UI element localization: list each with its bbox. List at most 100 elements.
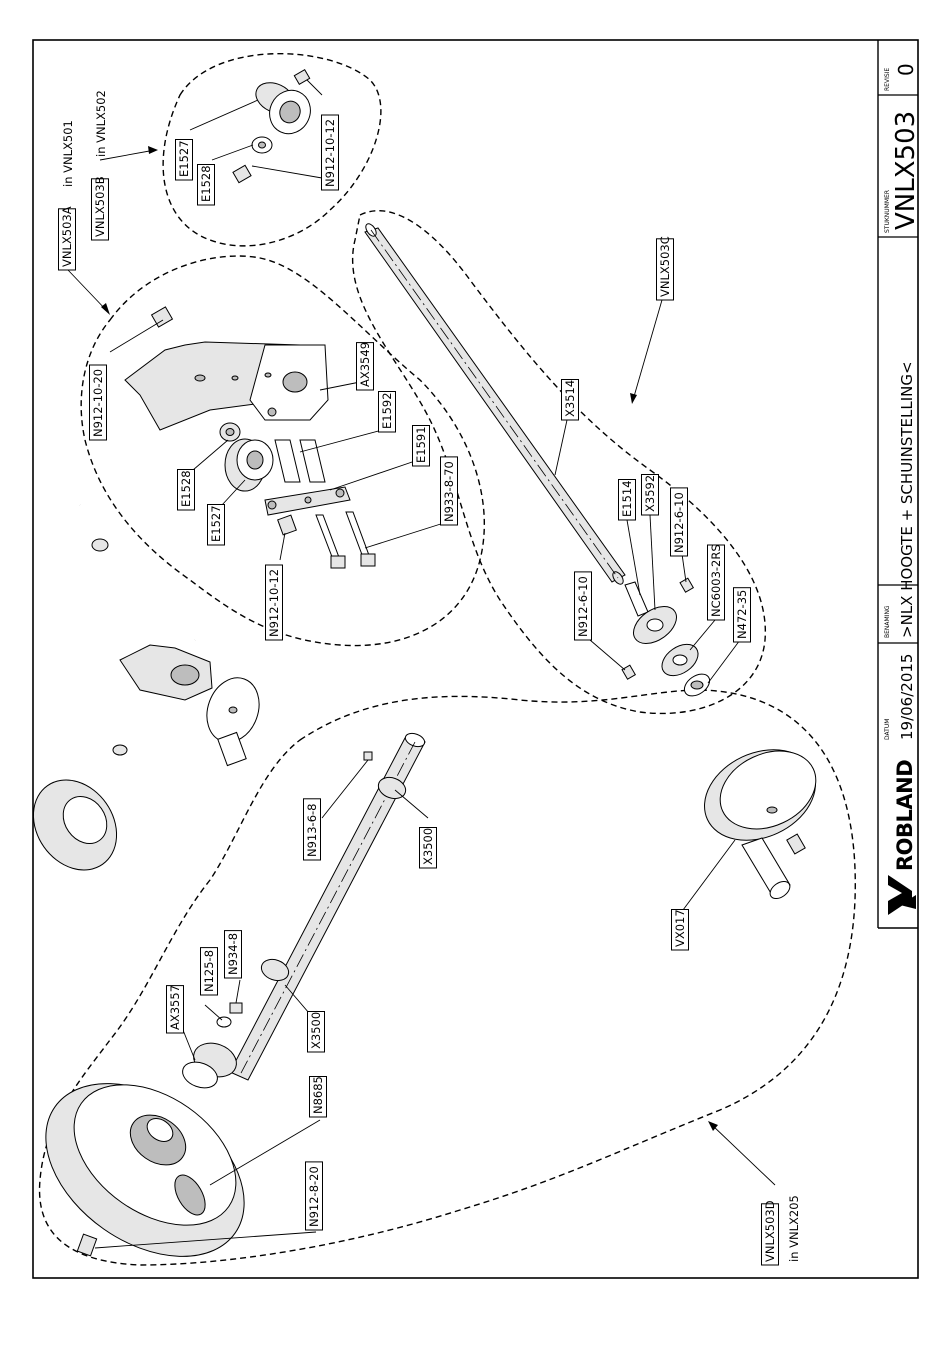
label-n913-6-8-text: N913-6-8	[305, 804, 319, 858]
label-n934-8-box	[224, 930, 242, 979]
label-n913-6-8: N913-6-8	[303, 798, 321, 861]
revisie-label: REVISIE	[884, 68, 891, 91]
label-e1514-box	[618, 479, 636, 521]
label-x3500-a-text: X3500	[421, 828, 435, 865]
label-x3592: X3592	[641, 474, 659, 516]
svg-text:ROBLAND: ROBLAND	[893, 760, 917, 871]
sleeve-e1592	[274, 439, 326, 483]
label-n125-8-box	[200, 947, 218, 996]
label-n912-10-12-b-text: N912-10-12	[323, 119, 337, 187]
label-e1528-b-box	[197, 164, 215, 206]
label-x3500-b: X3500	[307, 1011, 325, 1053]
label-vnlx503d-suffix: in VNLX205	[787, 1195, 801, 1262]
plate-e1591	[264, 486, 351, 516]
label-e1527-b-box	[175, 139, 193, 181]
collar-x3592	[633, 606, 677, 644]
assembly-c-parts	[364, 223, 741, 697]
label-n912-6-10-c2-box	[574, 571, 592, 641]
label-x3592-text: X3592	[643, 475, 657, 512]
label-n912-10-12-b: N912-10-12	[321, 114, 339, 191]
label-n912-10-20: N912-10-20	[89, 364, 107, 441]
hub-ax3557	[182, 1042, 237, 1089]
label-vx017-box	[671, 909, 689, 951]
washer-n125-8	[216, 1016, 232, 1028]
label-e1528-b: E1528	[197, 164, 215, 206]
bearing-e1527-a	[224, 438, 274, 492]
label-ax3557-box	[166, 985, 184, 1034]
label-vnlx503d-box	[761, 1203, 779, 1266]
label-e1592-text: E1592	[380, 392, 394, 429]
bearing-nc6003-2rs	[661, 643, 699, 677]
label-nc6003-2rs: NC6003-2RS	[707, 544, 725, 621]
label-n125-8-text: N125-8	[202, 950, 216, 992]
label-e1527-b-text: E1527	[177, 140, 191, 177]
label-e1514: E1514	[618, 479, 636, 521]
label-vnlx503b-suffix-text: in VNLX502	[94, 90, 108, 157]
label-nc6003-2rs-box	[707, 544, 725, 621]
label-n912-10-20-box	[89, 364, 107, 441]
screw-n912-10-12-b	[232, 68, 311, 184]
label-n934-8-text: N934-8	[226, 933, 240, 975]
bracket-ax3549	[124, 341, 329, 431]
nut-n934-8	[229, 1002, 243, 1014]
label-x3500-a-box	[419, 827, 437, 869]
label-e1592-box	[378, 391, 396, 433]
screw-n912-8-20	[76, 1233, 98, 1257]
datum-value: 19/06/2015	[898, 654, 916, 740]
label-x3592-box	[641, 474, 659, 516]
benaming-value: >NLX HOOGTE + SCHUINSTELLING<	[898, 361, 916, 638]
label-n912-6-10-c2: N912-6-10	[574, 571, 592, 641]
label-n125-8: N125-8	[200, 947, 218, 996]
bearing-e1527-b	[255, 82, 311, 135]
label-x3500-b-box	[307, 1011, 325, 1053]
benaming-label: BENAMING	[884, 605, 891, 638]
label-n912-10-12-b-box	[321, 114, 339, 191]
label-vnlx503c: VNLX503C	[656, 236, 674, 301]
label-vnlx503a-box	[58, 208, 76, 271]
label-n912-6-10-c1-box	[670, 487, 688, 557]
label-n472-35-text: N472-35	[735, 590, 749, 639]
label-n933-8-70-box	[440, 456, 458, 526]
label-n912-8-20: N912-8-20	[305, 1161, 323, 1231]
assembly-leaders	[67, 146, 776, 1186]
title-block: ROBLAND DATUM 19/06/2015 BENAMING >NLX H…	[877, 40, 921, 929]
screw-n912-6-10-c2	[621, 664, 637, 680]
label-e1591: E1591	[412, 425, 430, 467]
label-n8685-box	[309, 1076, 327, 1118]
label-n8685-text: N8685	[311, 1076, 325, 1114]
label-vnlx503a-suffix-text: in VNLX501	[61, 120, 75, 187]
bolt-n933-8-70	[315, 511, 376, 569]
revisie-value: 0	[894, 63, 918, 76]
assembled-shaft-overview	[32, 504, 260, 871]
assembly-d-parts	[45, 732, 817, 1257]
label-n912-6-10-c1: N912-6-10	[670, 487, 688, 557]
stuknummer-value: VNLX503	[891, 111, 921, 230]
label-x3514: X3514	[561, 379, 579, 421]
spacer-e1528-b	[251, 136, 273, 154]
label-vnlx503a-suffix: in VNLX501	[61, 120, 75, 187]
label-e1528-a-text: E1528	[179, 470, 193, 507]
boundary-vnlx503b	[162, 53, 382, 247]
spacer-e1528-a	[219, 422, 241, 442]
label-e1527-a-box	[207, 504, 225, 546]
label-vnlx503d-text: VNLX503D	[763, 1200, 777, 1262]
label-e1591-box	[412, 425, 430, 467]
label-vnlx503a: VNLX503A	[58, 206, 76, 271]
label-n934-8: N934-8	[224, 930, 242, 979]
robland-logo: ROBLAND	[888, 760, 917, 915]
label-n472-35: N472-35	[733, 587, 751, 643]
label-n912-8-20-text: N912-8-20	[307, 1166, 321, 1227]
label-vnlx503d-suffix-text: in VNLX205	[787, 1195, 801, 1262]
screw-n912-6-10-c1	[679, 577, 695, 593]
pin-e1514	[624, 581, 649, 617]
label-n933-8-70-text: N933-8-70	[442, 461, 456, 522]
label-n912-10-12-a: N912-10-12	[265, 564, 283, 641]
label-vnlx503c-box	[656, 238, 674, 301]
shaft-x3500	[229, 732, 426, 1081]
label-x3500-a: X3500	[419, 827, 437, 869]
label-vx017: VX017	[671, 909, 689, 951]
label-n912-10-20-text: N912-10-20	[91, 369, 105, 437]
circlip-n472-35	[683, 673, 711, 697]
label-ax3549: AX3549	[356, 342, 374, 391]
label-e1527-b: E1527	[175, 139, 193, 181]
